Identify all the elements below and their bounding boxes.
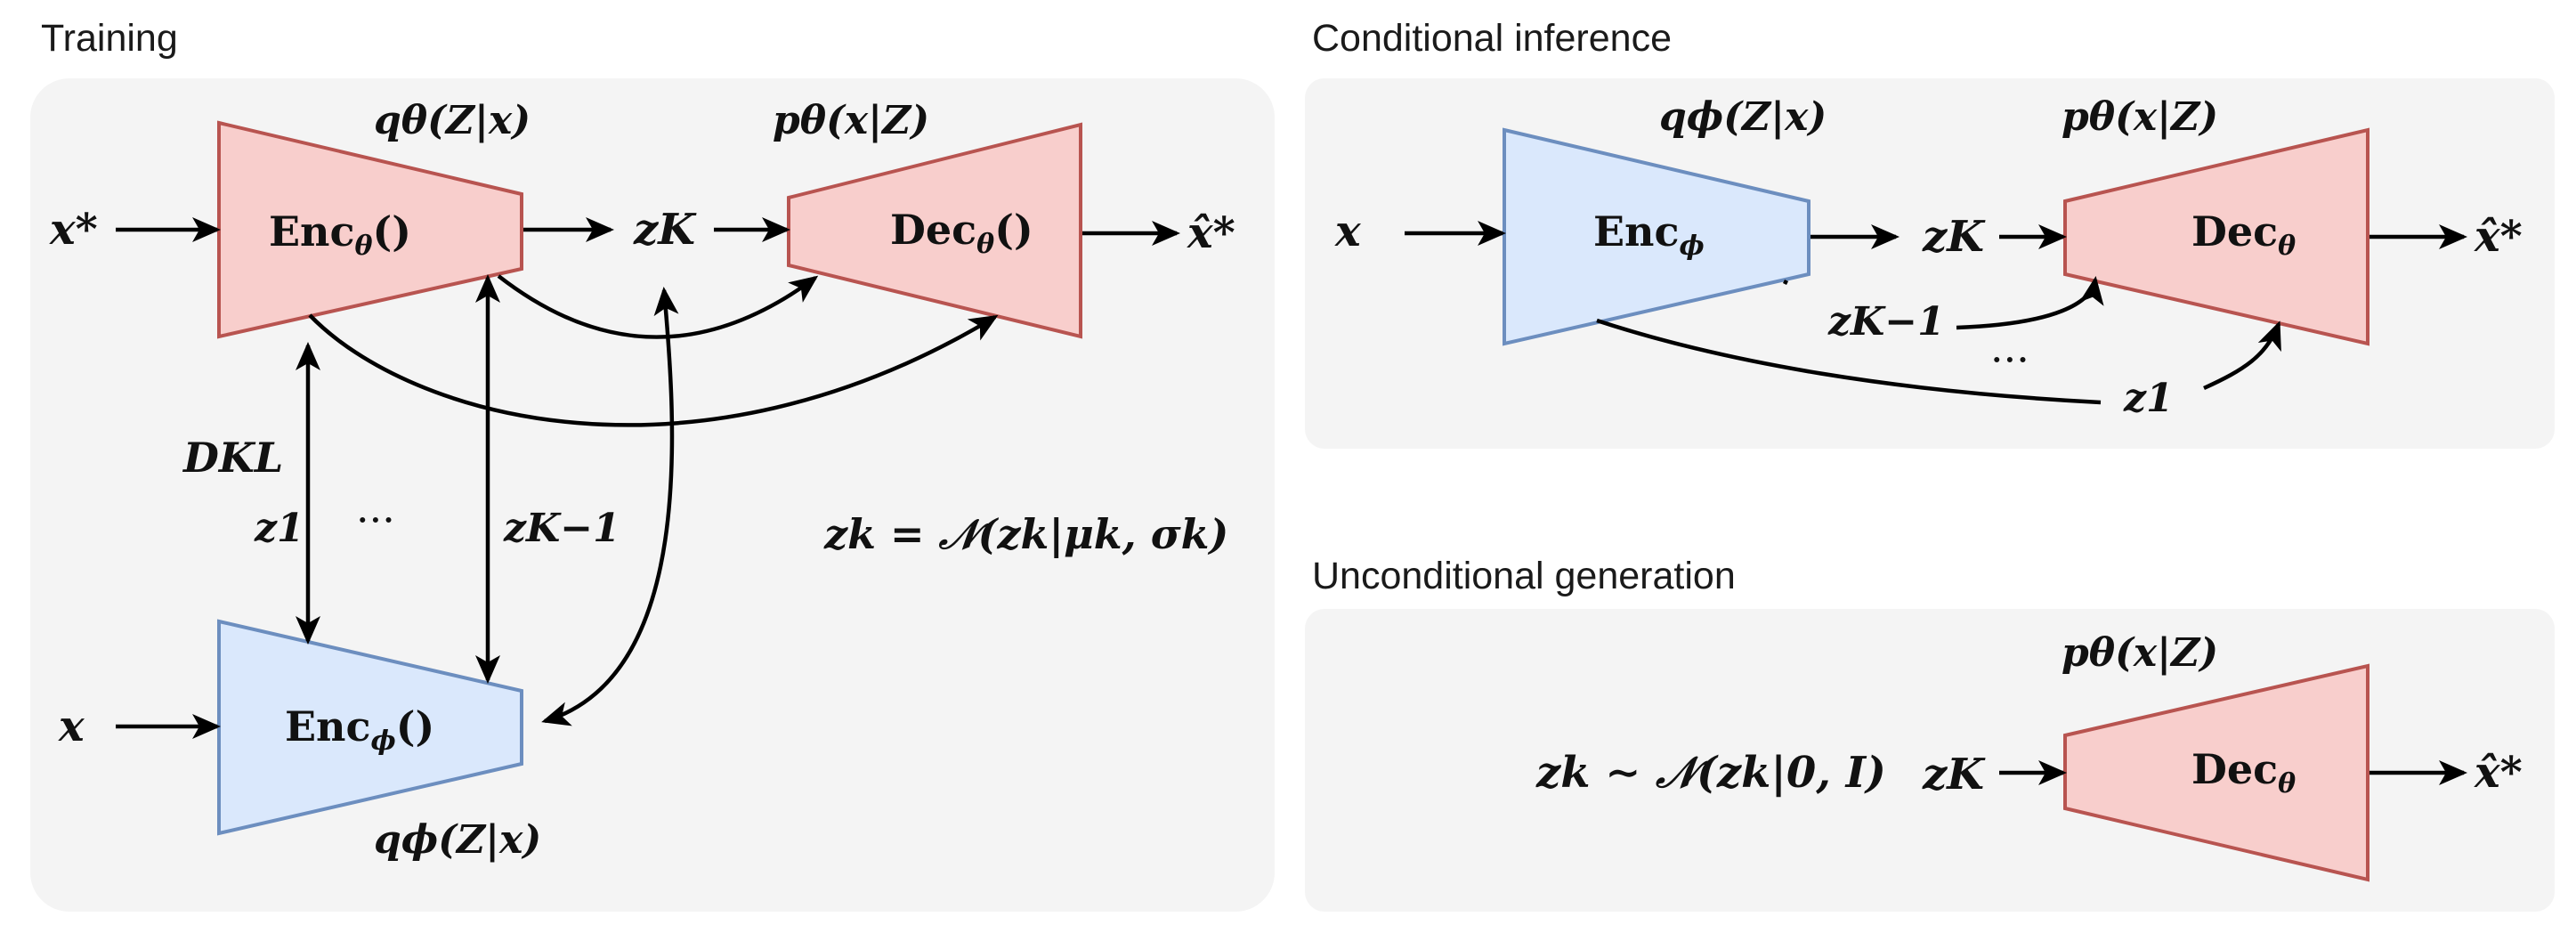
uncond-decoder-theta-label: Decθ (2191, 745, 2296, 799)
cond-skip-arrow-zk1 (1956, 276, 2104, 330)
cond-skip-line-z1 (1596, 318, 2102, 405)
unconditional-section-title: Unconditional generation (1312, 555, 1736, 597)
cond-encoder-phi-label: Encϕ (1593, 207, 1705, 262)
cond-input-x: x (1334, 207, 1362, 256)
q-theta-label: qθ(Z|x) (374, 98, 531, 143)
training-section-title: Training (41, 17, 178, 60)
cond-skip-arrow-z1 (2203, 320, 2281, 391)
cond-decoder-theta-block (2063, 127, 2369, 346)
decoder-theta-label: Decθ() (890, 206, 1033, 260)
p-theta-label: pθ(x|Z) (773, 98, 929, 143)
cond-zk1-label: zK−1 (1827, 299, 1945, 345)
cond-output-x-hat-star: x̂* (2474, 212, 2523, 262)
input-x-star: x* (49, 205, 98, 255)
zk1-label: zK−1 (503, 506, 620, 551)
uncond-output-x-hat-star: x̂* (2474, 748, 2523, 798)
input-x: x (58, 702, 85, 751)
encoder-theta-label: Encθ() (269, 207, 411, 262)
dkl-label: DKL (182, 434, 283, 482)
training-panel (30, 78, 1275, 912)
cond-decoder-theta-label: Decθ (2191, 207, 2296, 262)
encoder-theta-block (217, 120, 523, 339)
kl-arrow-zk (541, 287, 679, 726)
cond-skip-stub-zk1 (1782, 279, 1789, 286)
training-dots: ··· (356, 496, 395, 544)
encoder-phi-label: Encϕ() (285, 702, 434, 757)
q-phi-label: qϕ(Z|x) (374, 817, 541, 863)
zk-latent: zK (633, 205, 697, 255)
cond-dots: ··· (1990, 336, 2029, 384)
cond-zk-latent: zK (1922, 212, 1986, 262)
cond-z1-label: z1 (2123, 376, 2174, 421)
conditional-section-title: Conditional inference (1312, 17, 1672, 60)
z1-label: z1 (254, 506, 304, 551)
uncond-p-theta-label: pθ(x|Z) (2062, 630, 2218, 676)
uncond-zk-latent: zK (1922, 750, 1986, 799)
cond-q-phi-label: qϕ(Z|x) (1659, 94, 1827, 140)
prior-equation: zk = 𝒩(zk|μk, σk) (823, 510, 1228, 558)
output-x-hat-star: x̂* (1187, 208, 1235, 258)
cond-p-theta-label: pθ(x|Z) (2062, 94, 2218, 140)
uncond-prior-sample: zk ∼ 𝒩(zk|0, I) (1535, 748, 1886, 798)
cond-encoder-phi-block (1503, 127, 1810, 346)
encoder-phi-block (217, 619, 523, 836)
decoder-theta-block (787, 122, 1082, 339)
